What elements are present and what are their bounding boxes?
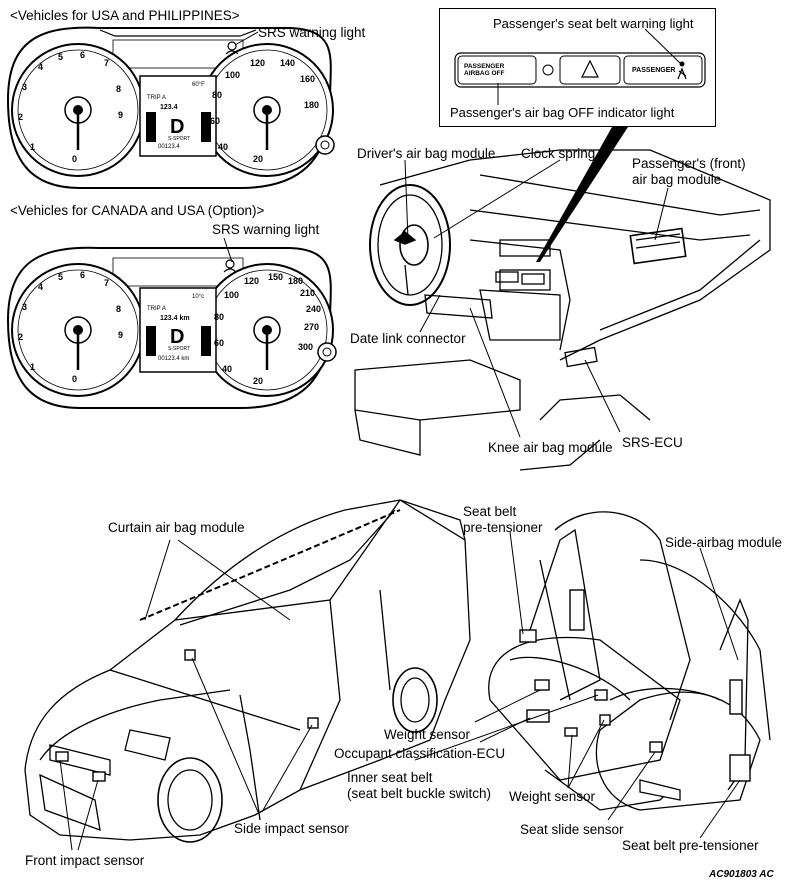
dashboard-drawing	[354, 149, 771, 471]
instrument-cluster-usa	[6, 26, 335, 189]
seatbelt-icon	[677, 61, 687, 80]
usa-trip-label: TRIP A	[147, 95, 166, 101]
svg-text:8: 8	[116, 84, 121, 94]
svg-text:40: 40	[222, 364, 232, 374]
passenger-switch-text: PASSENGER	[632, 67, 676, 74]
srs-warning-light-icon	[223, 259, 237, 273]
pretensioner-label-2: pre-tensioner	[463, 520, 543, 535]
svg-text:210: 210	[300, 288, 315, 298]
side-impact-sensor-label: Side impact sensor	[234, 821, 349, 836]
svg-text:270: 270	[304, 322, 319, 332]
svg-text:2: 2	[18, 332, 23, 342]
svg-text:5: 5	[58, 272, 63, 282]
canada-mode: S-SPORT	[168, 346, 191, 352]
usa-odometer: 00123.4	[158, 144, 180, 150]
svg-text:100: 100	[225, 70, 240, 80]
usa-mode: S-SPORT	[168, 136, 191, 142]
occupant-ecu-label: Occupant classification-ECU	[334, 746, 506, 761]
vehicle-drawing	[24, 499, 471, 843]
svg-text:1: 1	[30, 142, 35, 152]
svg-text:7: 7	[104, 278, 109, 288]
front-impact-sensor-label: Front impact sensor	[25, 853, 145, 868]
pretensioner-label-1: Seat belt	[463, 504, 517, 519]
svg-text:4: 4	[38, 62, 43, 72]
canada-trip-label: TRIP A	[147, 306, 166, 312]
svg-text:5: 5	[58, 52, 63, 62]
usa-gear-indicator: D	[170, 116, 185, 138]
svg-text:40: 40	[218, 142, 228, 152]
srs-ecu-label: SRS-ECU	[622, 435, 683, 450]
knee-airbag-label: Knee air bag module	[488, 440, 613, 455]
seatbelt-warning-light-label: Passenger's seat belt warning light	[493, 16, 694, 31]
svg-text:8: 8	[116, 304, 121, 314]
drivers-airbag-label: Driver's air bag module	[357, 146, 496, 161]
usa-trip-value: 123.4	[160, 104, 178, 111]
inner-belt-label-2: (seat belt buckle switch)	[347, 786, 492, 801]
svg-text:0: 0	[72, 154, 77, 164]
hazard-triangle-icon	[581, 59, 599, 78]
inner-belt-label-1: Inner seat belt	[347, 770, 433, 785]
canada-temp: 10°c	[192, 294, 205, 300]
svg-text:20: 20	[253, 376, 263, 386]
svg-text:3: 3	[22, 302, 27, 312]
svg-text:9: 9	[118, 110, 123, 120]
svg-text:180: 180	[304, 100, 319, 110]
weight-sensor-label-2: Weight sensor	[509, 789, 596, 804]
svg-text:60: 60	[214, 338, 224, 348]
seats-drawing	[488, 511, 771, 811]
canada-cluster-caption: <Vehicles for CANADA and USA (Option)>	[10, 203, 265, 218]
svg-text:120: 120	[244, 276, 259, 286]
indicator-panel-art	[454, 28, 706, 105]
svg-text:150: 150	[268, 272, 283, 282]
airbag-off-switch-text: PASSENGER AIRBAG OFF	[464, 63, 505, 77]
svg-text:1: 1	[30, 362, 35, 372]
svg-text:160: 160	[300, 74, 315, 84]
instrument-cluster-canada	[6, 237, 337, 409]
svg-text:140: 140	[280, 58, 295, 68]
passenger-airbag-label-2: air bag module	[632, 172, 722, 187]
svg-text:6: 6	[80, 270, 85, 280]
svg-text:120: 120	[250, 58, 265, 68]
svg-text:7: 7	[104, 58, 109, 68]
clock-spring-label: Clock spring	[521, 146, 596, 161]
passenger-airbag-label-1: Passenger's (front)	[632, 156, 746, 171]
figure-code: AC901803 AC	[709, 869, 774, 880]
svg-text:2: 2	[18, 112, 23, 122]
curtain-airbag-label: Curtain air bag module	[108, 520, 245, 535]
svg-text:100: 100	[224, 290, 239, 300]
usa-srs-warning-label: SRS warning light	[258, 25, 366, 40]
svg-text:3: 3	[22, 82, 27, 92]
canada-srs-warning-label: SRS warning light	[212, 222, 320, 237]
passenger-indicator-inset: Passenger's seat belt warning light Pass…	[439, 8, 716, 127]
data-link-connector-label: Date link connector	[350, 331, 466, 346]
svg-text:0: 0	[72, 374, 77, 384]
weight-sensor-label-1: Weight sensor	[384, 727, 471, 742]
airbag-off-indicator-label: Passenger's air bag OFF indicator light	[450, 105, 675, 120]
srs-warning-light-icon	[225, 41, 239, 55]
canada-trip-value: 123.4 km	[160, 315, 190, 322]
seat-slide-sensor-label: Seat slide sensor	[520, 822, 624, 837]
svg-text:4: 4	[38, 282, 43, 292]
svg-text:80: 80	[214, 312, 224, 322]
svg-text:20: 20	[253, 154, 263, 164]
usa-cluster-caption: <Vehicles for USA and PHILIPPINES>	[10, 8, 240, 23]
svg-text:180: 180	[288, 276, 303, 286]
side-airbag-label: Side-airbag module	[665, 535, 783, 550]
canada-odometer: 00123.4 km	[158, 356, 190, 362]
svg-text:60: 60	[210, 116, 220, 126]
usa-temp: 60°F	[192, 82, 205, 88]
svg-text:300: 300	[298, 342, 313, 352]
svg-text:9: 9	[118, 330, 123, 340]
pretensioner-bottom-label: Seat belt pre-tensioner	[622, 838, 759, 853]
canada-gear-indicator: D	[170, 326, 185, 348]
svg-text:80: 80	[212, 90, 222, 100]
svg-text:6: 6	[80, 50, 85, 60]
svg-text:240: 240	[306, 304, 321, 314]
